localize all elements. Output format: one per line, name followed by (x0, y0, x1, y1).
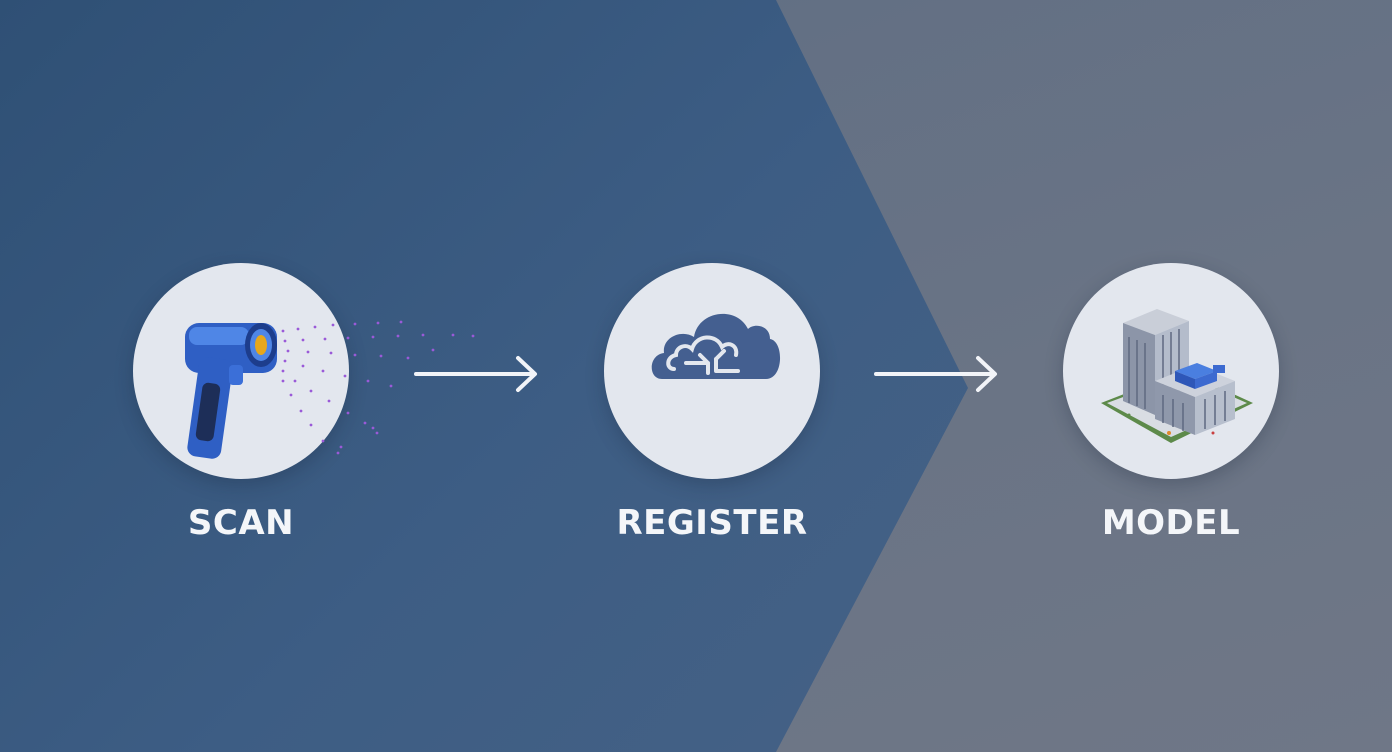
scan-label: SCAN (187, 503, 295, 543)
cloud-sync-icon (651, 313, 781, 379)
arrow-right-icon (874, 356, 997, 392)
model-label: MODEL (1101, 503, 1241, 543)
model-circle (1063, 263, 1279, 479)
scan-circle (133, 263, 475, 479)
register-circle (604, 263, 820, 479)
register-label: REGISTER (616, 503, 808, 543)
3d-building-icon (1101, 309, 1253, 443)
laser-scanner-icon (185, 320, 475, 459)
arrow-right-icon (414, 356, 537, 392)
